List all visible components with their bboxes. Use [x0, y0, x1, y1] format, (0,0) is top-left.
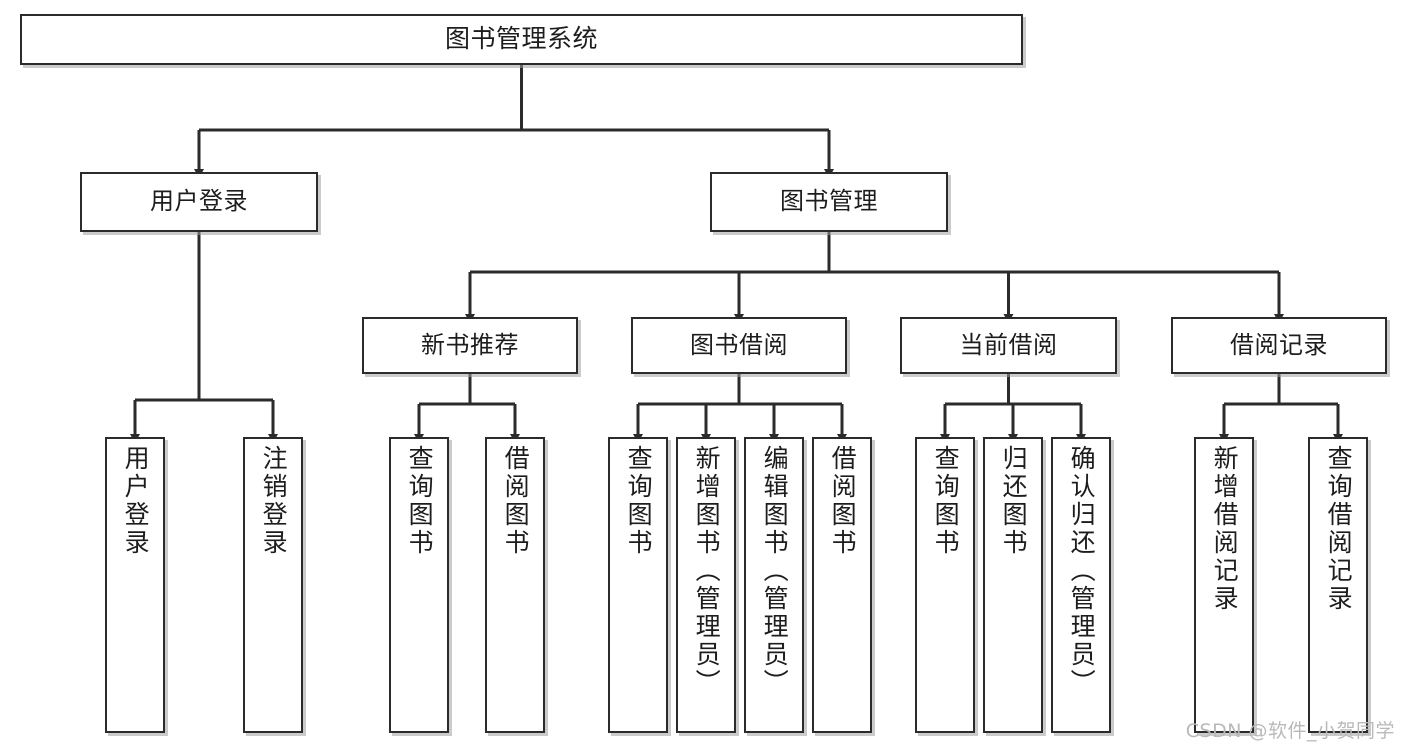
node-borrow[interactable]: 图书借阅 — [631, 317, 847, 374]
node-label-leaf-borrow-4: 借阅图书 — [828, 445, 858, 557]
node-label-leaf-cur-2: 归还图书 — [999, 445, 1029, 557]
node-leaf-rec-1[interactable]: 新增借阅记录 — [1194, 437, 1254, 733]
node-label-root: 图书管理系统 — [444, 24, 598, 54]
node-record[interactable]: 借阅记录 — [1171, 317, 1387, 374]
node-label-leaf-rec-2: 查询借阅记录 — [1324, 445, 1354, 613]
node-leaf-cur-3[interactable]: 确认归还（管理员） — [1051, 437, 1111, 733]
connector-group — [130, 65, 1343, 443]
node-label-leaf-borrow-3: 编辑图书（管理员） — [760, 445, 790, 697]
node-current[interactable]: 当前借阅 — [900, 317, 1117, 374]
node-label-leaf-rec-1: 新增借阅记录 — [1210, 445, 1240, 613]
node-root[interactable]: 图书管理系统 — [20, 14, 1023, 65]
node-label-leaf-borrow-1: 查询图书 — [624, 445, 654, 557]
node-leaf-rec-2[interactable]: 查询借阅记录 — [1308, 437, 1368, 733]
node-leaf-login-1[interactable]: 用户登录 — [105, 437, 165, 733]
node-label-leaf-login-2: 注销登录 — [259, 445, 289, 557]
node-login[interactable]: 用户登录 — [80, 172, 318, 232]
node-label-bookmgmt: 图书管理 — [780, 187, 878, 216]
node-leaf-cur-1[interactable]: 查询图书 — [915, 437, 975, 733]
node-label-leaf-cur-3: 确认归还（管理员） — [1067, 445, 1097, 697]
node-newbook[interactable]: 新书推荐 — [362, 317, 578, 374]
node-label-newbook: 新书推荐 — [421, 330, 519, 359]
node-leaf-new-2[interactable]: 借阅图书 — [485, 437, 545, 733]
node-label-login: 用户登录 — [150, 187, 248, 216]
node-leaf-new-1[interactable]: 查询图书 — [389, 437, 449, 733]
node-label-leaf-borrow-2: 新增图书（管理员） — [692, 445, 722, 697]
node-label-borrow: 图书借阅 — [690, 330, 788, 359]
node-bookmgmt[interactable]: 图书管理 — [710, 172, 948, 232]
node-leaf-cur-2[interactable]: 归还图书 — [983, 437, 1043, 733]
node-label-record: 借阅记录 — [1230, 330, 1328, 359]
node-label-leaf-login-1: 用户登录 — [121, 445, 151, 557]
node-leaf-borrow-3[interactable]: 编辑图书（管理员） — [744, 437, 804, 733]
node-leaf-borrow-4[interactable]: 借阅图书 — [812, 437, 872, 733]
node-label-leaf-new-1: 查询图书 — [405, 445, 435, 557]
node-leaf-borrow-2[interactable]: 新增图书（管理员） — [676, 437, 736, 733]
node-leaf-borrow-1[interactable]: 查询图书 — [608, 437, 668, 733]
node-leaf-login-2[interactable]: 注销登录 — [243, 437, 303, 733]
node-label-leaf-cur-1: 查询图书 — [931, 445, 961, 557]
node-label-leaf-new-2: 借阅图书 — [501, 445, 531, 557]
node-label-current: 当前借阅 — [959, 330, 1058, 359]
